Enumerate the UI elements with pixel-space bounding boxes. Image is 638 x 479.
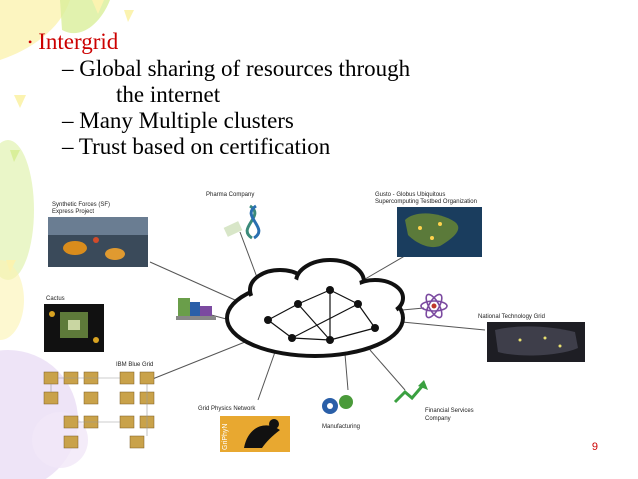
bullet-dot: • xyxy=(28,35,33,49)
cloud-network xyxy=(225,258,405,358)
griphyn-logo-text: GriPhyN xyxy=(222,424,229,450)
lab-equipment-icon xyxy=(176,298,216,320)
growth-arrow-icon xyxy=(393,380,428,404)
label-pharma: Pharma Company xyxy=(206,192,254,198)
sub-bullet-dash: – xyxy=(62,108,74,133)
ibm-cluster-image xyxy=(43,371,155,449)
label-manufacturing: Manufacturing xyxy=(322,424,360,430)
label-ntg: National Technology Grid xyxy=(478,314,545,320)
sf-simulation-image xyxy=(48,217,148,267)
sub-bullet-text: the internet xyxy=(116,82,221,107)
intergrid-diagram: Pharma Company Gusto - Globus Ubiquitous… xyxy=(43,192,585,452)
dna-icon xyxy=(223,204,261,240)
label-fin-line2: Company xyxy=(425,416,451,422)
cactus-image xyxy=(44,304,104,352)
griphyn-logo xyxy=(220,416,290,452)
sub-bullet: – Many Multiple clusters xyxy=(62,108,588,134)
bullet-list: • Intergrid – Global sharing of resource… xyxy=(28,28,588,160)
label-gusto-line2: Supercomputing Testbed Organization xyxy=(375,199,477,205)
label-gpn: Grid Physics Network xyxy=(198,406,256,412)
bullet-heading-text: Intergrid xyxy=(38,29,119,54)
sub-bullet-text: Global sharing of resources through xyxy=(79,56,411,81)
gusto-map-image xyxy=(397,207,482,257)
atom-icon xyxy=(420,293,448,319)
sub-bullet: – Global sharing of resources through xyxy=(62,56,588,82)
ibm-cluster-links xyxy=(50,377,148,436)
sub-bullet-continuation: the internet xyxy=(116,82,588,108)
ntg-map-image xyxy=(487,322,585,362)
sub-bullet-text: Many Multiple clusters xyxy=(79,108,294,133)
label-sf-line2: Express Project xyxy=(52,209,94,215)
sub-bullet-dash: – xyxy=(62,134,74,159)
sub-bullet-dash: – xyxy=(62,56,74,81)
gear-icon xyxy=(322,395,353,414)
label-ibm: IBM Blue Grid xyxy=(116,362,153,368)
label-gusto-line1: Gusto - Globus Ubiquitous xyxy=(375,192,445,198)
label-fin-line1: Financial Services xyxy=(425,408,474,414)
page-number: 9 xyxy=(591,441,598,453)
sub-bullet-text: Trust based on certification xyxy=(78,134,331,159)
sub-bullet: – Trust based on certification xyxy=(62,134,588,160)
label-cactus: Cactus xyxy=(46,296,65,302)
label-sf-line1: Synthetic Forces (SF) xyxy=(52,202,110,208)
bullet-heading: • Intergrid xyxy=(28,28,588,56)
